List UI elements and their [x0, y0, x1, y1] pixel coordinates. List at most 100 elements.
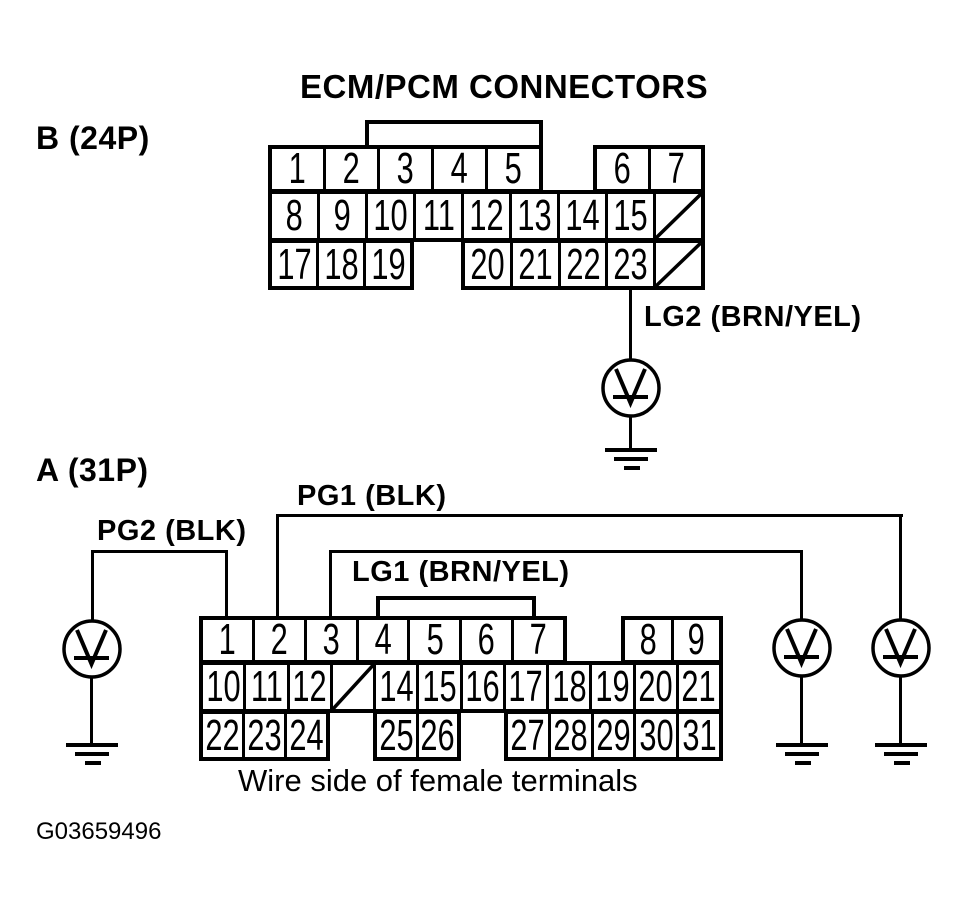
- connector-a-row3-right: 27 28 29 30 31: [504, 710, 723, 761]
- pin-cell: 29: [594, 714, 637, 757]
- pin-cell: 7: [530, 620, 548, 660]
- connector-b-row3-right: 20 21 22 23: [461, 239, 705, 290]
- figure-id: G03659496: [36, 818, 162, 845]
- connector-a-label: A (31P): [36, 452, 149, 488]
- pin-cell: 16: [463, 665, 506, 709]
- wire-label-pg2: PG2 (BLK): [97, 515, 247, 547]
- pin-cell: 7: [667, 149, 685, 189]
- wire-lg2-drop: [629, 287, 632, 359]
- pin-cell: 9: [320, 194, 368, 238]
- wire-pg1-horizontal: [276, 514, 903, 517]
- pin-cell: 10: [368, 194, 416, 238]
- connector-b-row2: 8 9 10 11 12 13 14 15: [268, 190, 705, 242]
- pin-cell: 18: [549, 665, 593, 709]
- pin-cell: 5: [410, 620, 463, 660]
- no-pin-cell: [333, 665, 376, 709]
- pin-cell: 6: [597, 149, 651, 189]
- connector-a-keyway-tab: [376, 596, 536, 618]
- earth-ground-icon-pg2: [66, 743, 118, 765]
- pin-cell: 24: [289, 714, 324, 757]
- pin-cell: 31: [681, 714, 717, 757]
- earth-ground-icon-lg2: [605, 448, 657, 470]
- pin-cell: 21: [681, 665, 717, 709]
- pin-cell: 8: [272, 194, 320, 238]
- connector-b-keyway-tab: [365, 120, 543, 147]
- pin-cell: 2: [255, 620, 307, 660]
- pin-cell: 21: [513, 243, 561, 286]
- pin-cell: 2: [326, 149, 380, 189]
- pin-cell: 18: [319, 243, 366, 286]
- ground-circle-icon-pg1: [871, 618, 931, 678]
- wire-pg1-drop-ground: [899, 514, 902, 620]
- wire-lg1-drop-ground: [800, 550, 803, 620]
- pin-cell: 3: [380, 149, 434, 189]
- wire-lg1-ground-stem: [800, 676, 803, 744]
- slash-icon: [656, 243, 701, 286]
- ground-circle-icon-pg2: [62, 619, 122, 679]
- connector-b-row1-right: 6 7: [593, 145, 705, 193]
- pin-cell: 15: [419, 665, 463, 709]
- wire-pg2-ground-stem: [90, 677, 93, 744]
- pin-cell: 4: [359, 620, 411, 660]
- pin-cell: 17: [506, 665, 549, 709]
- pin-cell: 12: [464, 194, 512, 238]
- connector-a-row3-mid: 25 26: [373, 710, 461, 761]
- wire-label-lg2: LG2 (BRN/YEL): [644, 301, 862, 333]
- slash-icon: [656, 194, 701, 238]
- pin-cell: 8: [625, 620, 674, 660]
- pin-cell: 25: [377, 714, 419, 757]
- connector-a-row2: 10 11 12 14 15 16 17 18 19 20 21: [199, 661, 723, 713]
- pin-cell: 28: [551, 714, 594, 757]
- pin-cell: 14: [376, 665, 420, 709]
- pin-cell: 11: [416, 194, 464, 238]
- pin-cell: 14: [560, 194, 608, 238]
- pin-cell: 5: [504, 149, 523, 189]
- connector-b-label: B (24P): [36, 120, 150, 156]
- pin-cell: 6: [462, 620, 515, 660]
- wire-pg2-horizontal: [91, 550, 228, 553]
- pin-cell: 19: [592, 665, 636, 709]
- no-pin-cell: [656, 194, 701, 238]
- pin-cell: 1: [272, 149, 326, 189]
- pin-cell: 3: [307, 620, 359, 660]
- wire-pg2-drop-ground: [91, 550, 94, 622]
- slash-icon: [333, 665, 373, 709]
- earth-ground-icon-pg1: [875, 743, 927, 765]
- connector-b-row3-left: 17 18 19: [268, 239, 414, 290]
- diagram-title: ECM/PCM CONNECTORS: [300, 68, 709, 105]
- connector-a-row1-left: 1 2 3 4 5 6 7: [199, 616, 567, 664]
- caption: Wire side of female terminals: [238, 763, 638, 798]
- wire-lg1-horizontal: [329, 550, 803, 553]
- no-pin-cell: [656, 243, 701, 286]
- wire-lg2-ground-stem: [629, 416, 632, 449]
- pin-cell: 13: [512, 194, 560, 238]
- wire-pg1-riser-pin2: [276, 514, 279, 618]
- connector-a-row3-left: 22 23 24: [199, 710, 330, 761]
- wire-lg1-riser-pin3: [329, 550, 332, 618]
- wire-pg2-riser-pin1: [225, 550, 228, 618]
- ground-circle-icon-lg1: [772, 618, 832, 678]
- pin-cell: 27: [508, 714, 551, 757]
- connector-a-row1-right: 8 9: [621, 616, 723, 664]
- connector-b-row1-left: 1 2 3 4 5: [268, 145, 543, 193]
- pin-cell: 20: [465, 243, 513, 286]
- earth-ground-icon-lg1: [776, 743, 828, 765]
- pin-cell: 30: [636, 714, 680, 757]
- pin-cell: 9: [687, 620, 705, 660]
- pin-cell: 22: [561, 243, 609, 286]
- pin-cell: 12: [290, 665, 333, 709]
- pin-cell: 10: [203, 665, 247, 709]
- pin-cell: 19: [370, 243, 406, 286]
- pin-cell: 15: [608, 194, 656, 238]
- pin-cell: 26: [420, 714, 455, 757]
- pin-cell: 20: [636, 665, 679, 709]
- wire-pg1-ground-stem: [899, 676, 902, 744]
- wire-label-lg1: LG1 (BRN/YEL): [352, 556, 570, 588]
- pin-cell: 1: [203, 620, 255, 660]
- pin-cell: 23: [608, 243, 657, 286]
- ground-circle-icon-lg2: [601, 358, 661, 418]
- pin-cell: 4: [434, 149, 488, 189]
- pin-cell: 22: [203, 714, 245, 757]
- pin-cell: 11: [246, 665, 290, 709]
